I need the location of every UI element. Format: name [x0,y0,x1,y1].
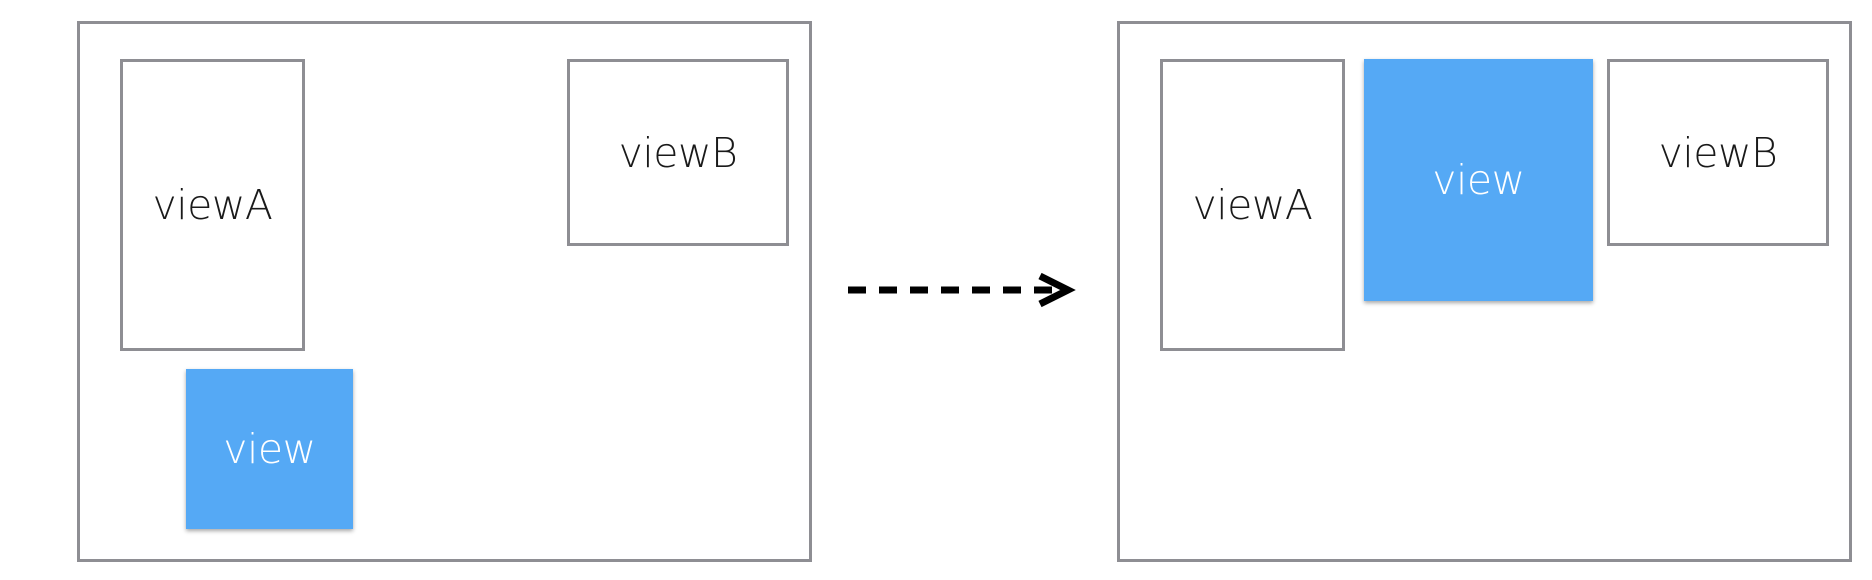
before-view-label: view [223,425,316,473]
after-viewB-label: viewB [1658,128,1778,177]
after-view-box: view [1364,59,1593,301]
arrow-head [1038,272,1076,308]
before-container: viewA viewB view [77,21,812,562]
before-viewB-box: viewB [567,59,789,246]
after-container: viewA view viewB [1117,21,1852,562]
before-viewA-box: viewA [120,59,305,351]
after-view-label: view [1432,156,1525,204]
before-view-box: view [186,369,353,529]
after-viewB-box: viewB [1607,59,1829,246]
before-viewA-label: viewA [152,181,273,229]
after-viewA-box: viewA [1160,59,1345,351]
dashed-arrow-right-icon [848,272,1076,308]
after-viewA-label: viewA [1192,181,1313,229]
before-viewB-label: viewB [618,128,738,177]
